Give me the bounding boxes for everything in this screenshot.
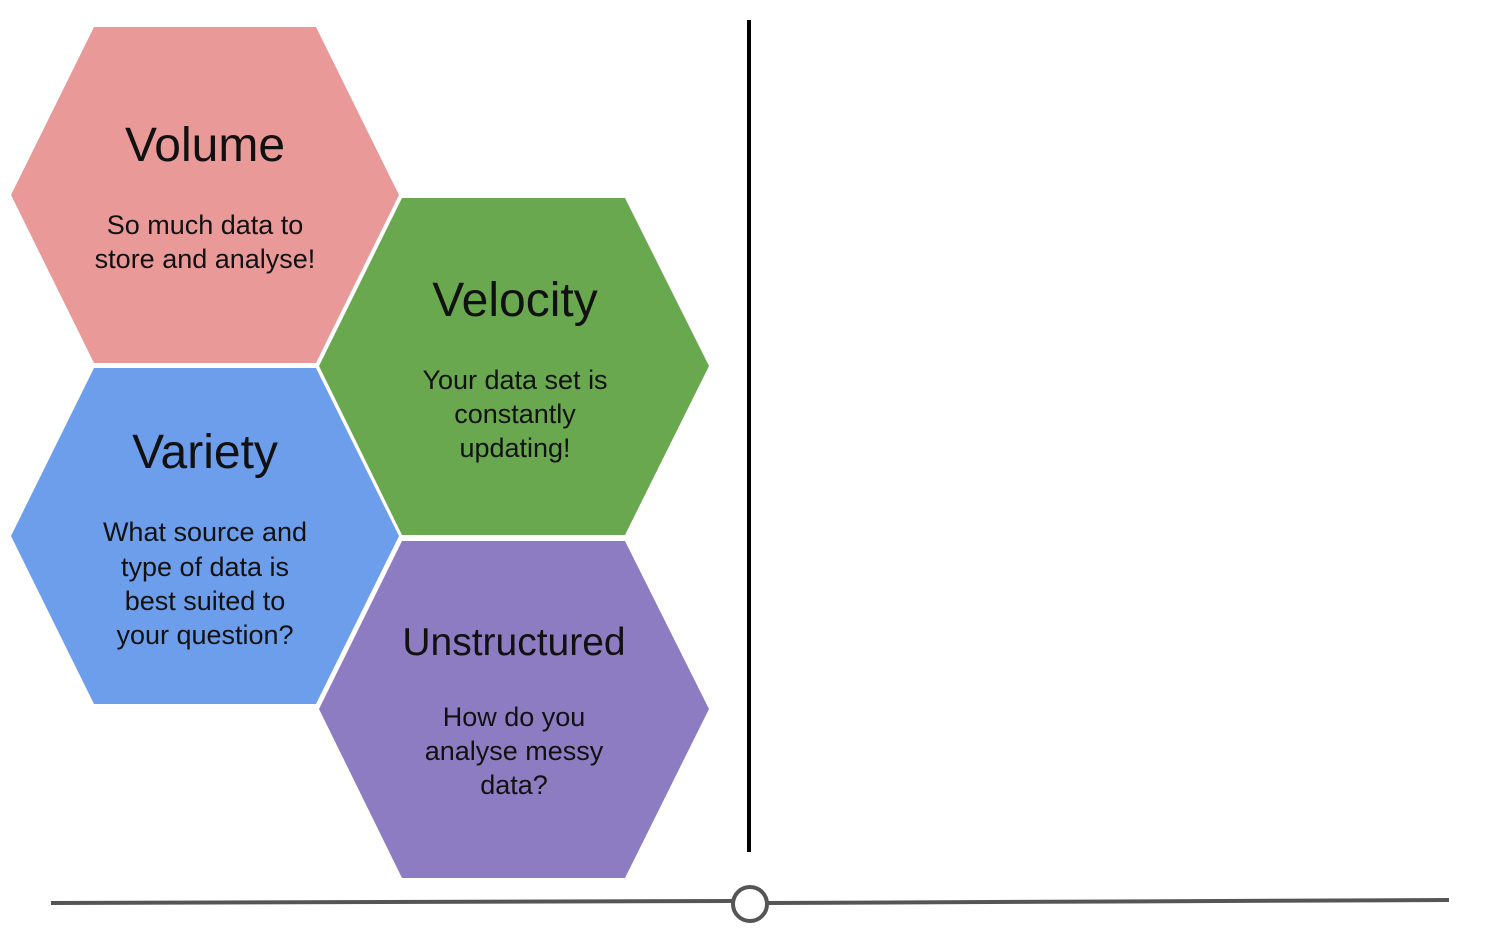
hexagon-velocity-desc-line-1: Your data set is bbox=[422, 365, 607, 395]
hexagon-velocity: Velocity Your data set is constantly upd… bbox=[319, 198, 709, 535]
slider-track-left[interactable] bbox=[50, 899, 733, 905]
hexagon-unstructured-desc-line-2: analyse messy bbox=[425, 736, 604, 766]
hexagon-variety-title: Variety bbox=[132, 426, 278, 479]
hexagon-velocity-desc-line-3: updating! bbox=[459, 433, 570, 463]
hexagon-unstructured: Unstructured How do you analyse messy da… bbox=[319, 541, 709, 878]
slider-track-right[interactable] bbox=[767, 898, 1450, 905]
hexagon-volume-title: Volume bbox=[125, 119, 285, 172]
hexagon-variety-shape bbox=[11, 368, 399, 704]
hexagon-velocity-title: Velocity bbox=[432, 274, 597, 327]
hexagon-variety-desc-line-4: your question? bbox=[116, 620, 293, 650]
hexagon-volume-desc-line-2: store and analyse! bbox=[95, 244, 316, 274]
hexagon-velocity-shape bbox=[319, 198, 709, 535]
hexagon-variety: Variety What source and type of data is … bbox=[11, 368, 399, 704]
hexagon-velocity-desc-line-2: constantly bbox=[454, 399, 576, 429]
hexagon-unstructured-shape bbox=[319, 541, 709, 878]
slider-handle[interactable] bbox=[731, 885, 769, 923]
hexagon-variety-desc-line-3: best suited to bbox=[125, 586, 286, 616]
hexagon-variety-desc-line-2: type of data is bbox=[121, 552, 289, 582]
hexagon-unstructured-title: Unstructured bbox=[402, 621, 625, 664]
hexagon-unstructured-desc-line-3: data? bbox=[480, 770, 548, 800]
hexagon-variety-desc-line-1: What source and bbox=[103, 517, 307, 547]
hexagon-volume-shape bbox=[11, 27, 399, 363]
hexagon-volume-desc-line-1: So much data to bbox=[107, 210, 304, 240]
hexagon-unstructured-desc-line-1: How do you bbox=[443, 702, 586, 732]
hexagon-volume: Volume So much data to store and analyse… bbox=[11, 27, 399, 363]
